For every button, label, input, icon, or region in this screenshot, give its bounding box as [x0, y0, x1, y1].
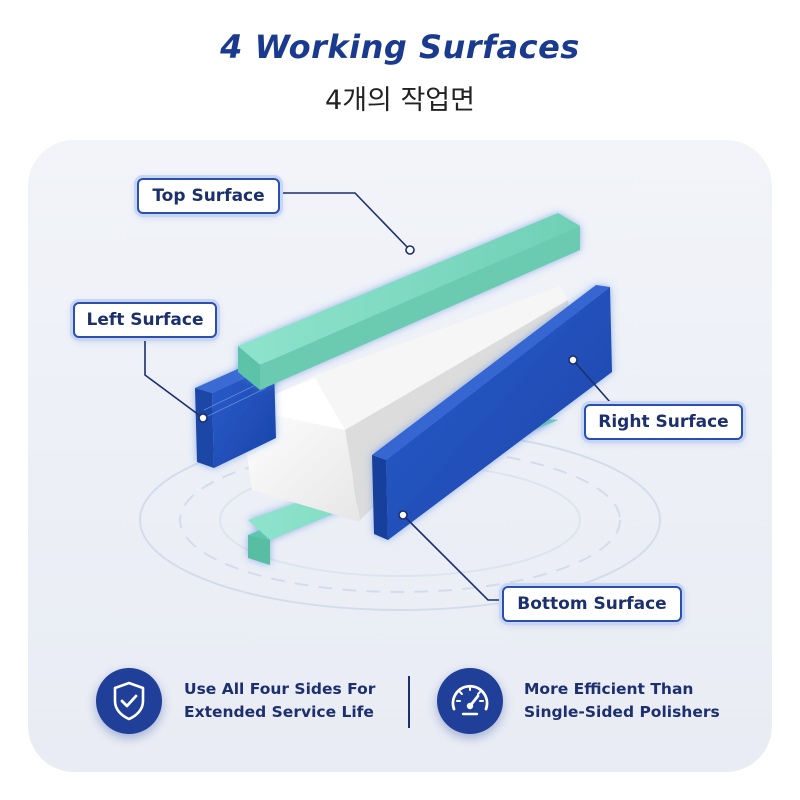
feature-service-life: Use All Four Sides For Extended Service …: [184, 678, 375, 724]
feature-service-life-line1: Use All Four Sides For: [184, 680, 376, 698]
speedometer-icon: [437, 668, 503, 734]
page-title: 4 Working Surfaces: [220, 28, 580, 66]
feature-service-life-line2: Extended Service Life: [184, 703, 374, 721]
right-surface-label: Right Surface: [584, 404, 743, 440]
left-surface-label: Left Surface: [73, 302, 217, 338]
feature-divider: [408, 676, 410, 728]
shield-check-icon: [96, 668, 162, 734]
top-surface: [238, 213, 580, 390]
feature-efficiency-line1: More Efficient Than: [524, 680, 694, 698]
feature-efficiency: More Efficient Than Single-Sided Polishe…: [524, 678, 720, 724]
feature-efficiency-line2: Single-Sided Polishers: [524, 703, 720, 721]
leader-lines: [144, 192, 611, 601]
page-subtitle: 4개의 작업면: [325, 85, 475, 116]
top-surface-label: Top Surface: [137, 178, 280, 214]
bottom-surface-label: Bottom Surface: [502, 586, 682, 622]
right-surface: [372, 285, 612, 540]
